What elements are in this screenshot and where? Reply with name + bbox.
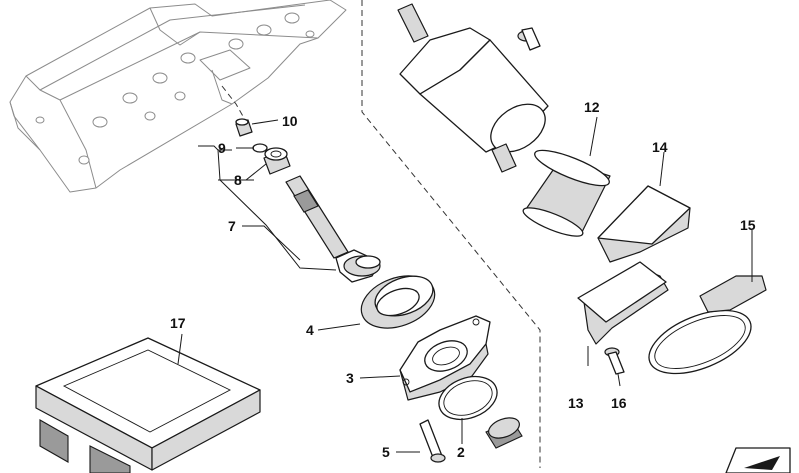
part-4-seal (360, 275, 436, 329)
part-10-sleeve (235, 118, 253, 137)
leader-lines (177, 116, 753, 453)
callout-17: 17 (170, 315, 186, 331)
callout-9: 9 (218, 140, 226, 156)
part-9-o-ring (252, 143, 268, 153)
bracket-7-group (198, 145, 337, 271)
part-17-module (35, 337, 261, 473)
callout-12: 12 (584, 99, 600, 115)
part-5-bolt (419, 419, 446, 463)
part-8-bearing (263, 147, 291, 175)
part-12-band (522, 149, 611, 237)
actuator-motor (397, 3, 549, 173)
part-7-shaft (285, 175, 381, 283)
part-2-o-ring (438, 375, 498, 421)
callout-3: 3 (346, 370, 354, 386)
callout-5: 5 (382, 444, 390, 460)
centerline-divider (361, 0, 541, 468)
callout-16: 16 (611, 395, 627, 411)
callout-7: 7 (228, 218, 236, 234)
callout-4: 4 (306, 322, 314, 338)
arrow-tab-icon (725, 447, 791, 473)
part-14-shell (597, 185, 691, 263)
valve-cover-ghost (9, 0, 347, 193)
part-15-clamp (648, 275, 767, 375)
callout-8: 8 (234, 172, 242, 188)
callout-10: 10 (282, 113, 298, 129)
callout-13: 13 (568, 395, 584, 411)
part-16-screw (604, 347, 625, 375)
part-3-flange (399, 315, 491, 401)
centerline-left (221, 85, 245, 119)
part-13-bracket (577, 261, 669, 345)
callout-2: 2 (457, 444, 465, 460)
nut-part (485, 417, 523, 449)
callout-15: 15 (740, 217, 756, 233)
callout-14: 14 (652, 139, 668, 155)
